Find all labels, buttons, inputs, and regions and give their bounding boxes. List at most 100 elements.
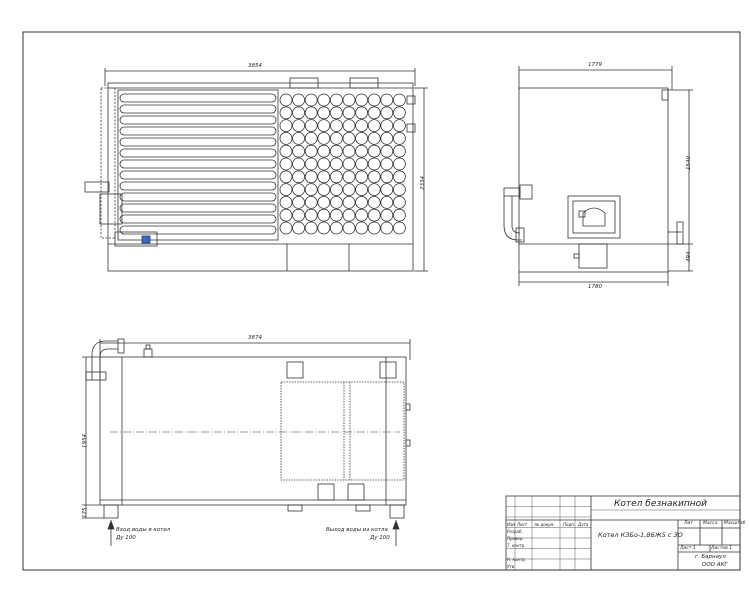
fire-tube: [119, 181, 277, 191]
water-tube: [355, 221, 369, 235]
fire-tube: [119, 93, 277, 103]
water-tube: [329, 131, 343, 145]
water-tube: [380, 131, 394, 145]
water-tube: [367, 183, 381, 197]
water-tube: [304, 144, 318, 158]
fire-tube: [119, 126, 277, 136]
water-tube: [355, 195, 369, 209]
fire-tube: [119, 148, 277, 158]
water-tube: [279, 106, 293, 120]
front-height-dim: 2334: [420, 176, 426, 190]
water-in-label: Вход воды в котел: [116, 527, 171, 533]
water-tube: [367, 170, 381, 184]
title-block-title: Котел безнакипной: [614, 499, 707, 509]
title-block-col-lit: Лит: [684, 521, 693, 526]
water-tube: [317, 93, 331, 107]
water-tube: [342, 93, 356, 107]
water-tube: [329, 106, 343, 120]
tb-row-prover: Провер.: [507, 536, 524, 541]
fire-tube: [119, 203, 277, 213]
water-tube: [392, 144, 406, 158]
water-tube: [367, 157, 381, 171]
water-tube: [279, 119, 293, 132]
water-tube: [355, 170, 369, 184]
fire-tube: [119, 104, 277, 114]
title-block-sheets: Листов 1: [711, 546, 733, 551]
tb-row-tkontr: Т. контр.: [507, 543, 526, 548]
tb-row-izm: Изм: [507, 522, 516, 527]
water-tube: [292, 119, 306, 132]
water-tube: [355, 157, 369, 171]
water-tube: [317, 157, 331, 171]
water-tube: [342, 208, 356, 222]
water-tube: [355, 119, 369, 132]
water-tube: [392, 119, 406, 132]
water-tube: [279, 157, 293, 171]
water-tube: [279, 144, 293, 158]
title-block-designation: Котел КЗБо-1,86Ж5 с ЗО: [598, 531, 683, 539]
water-tube: [292, 183, 306, 197]
tb-row-utv: Утв.: [507, 564, 516, 569]
water-tube: [342, 195, 356, 209]
water-tube: [342, 157, 356, 171]
water-tube: [342, 221, 356, 235]
fire-tube: [119, 137, 277, 147]
water-tube: [355, 208, 369, 222]
tb-row-doc: № докум.: [535, 522, 555, 527]
title-block-col-mass: Масса: [703, 521, 718, 526]
plan-width-dim: 3874: [248, 335, 262, 341]
plan-small-dim: 175: [82, 507, 88, 519]
front-width-dim: 3854: [248, 63, 262, 69]
water-in-size: Ду 100: [116, 535, 136, 541]
water-tube: [355, 131, 369, 145]
water-tube: [304, 119, 318, 132]
side-height-upper-dim: 1540: [686, 156, 692, 170]
water-tube: [317, 195, 331, 209]
water-tube: [317, 170, 331, 184]
water-tube: [367, 119, 381, 132]
water-tube: [292, 195, 306, 209]
water-tube: [367, 131, 381, 145]
title-block-city: г. Барнаул: [695, 554, 726, 560]
water-tube: [367, 195, 381, 209]
water-tube: [279, 170, 293, 184]
water-tube: [304, 183, 318, 197]
water-tube: [279, 195, 293, 209]
tb-row-list: Лист: [517, 522, 528, 527]
water-tube: [304, 221, 318, 235]
title-block: [505, 495, 741, 571]
water-tube: [342, 106, 356, 120]
water-tube: [355, 183, 369, 197]
water-tube: [292, 144, 306, 158]
water-tube: [279, 131, 293, 145]
water-tube: [342, 170, 356, 184]
water-out-size: Ду 100: [370, 535, 390, 541]
water-tube: [392, 106, 406, 120]
water-tube: [380, 183, 394, 197]
water-tube: [392, 131, 406, 145]
side-view: [503, 66, 693, 286]
fire-tube: [119, 214, 277, 224]
water-tube: [279, 183, 293, 197]
water-tube: [317, 144, 331, 158]
water-tube: [329, 157, 343, 171]
water-tube: [380, 208, 394, 222]
water-tube: [367, 106, 381, 120]
side-width-top-dim: 1779: [588, 62, 602, 68]
water-tube: [392, 93, 406, 107]
title-block-company: ООО АКГ: [702, 562, 728, 568]
water-tube: [342, 183, 356, 197]
water-tube: [329, 221, 343, 235]
water-tube: [292, 106, 306, 120]
water-tube: [292, 170, 306, 184]
water-tube: [380, 170, 394, 184]
tb-row-date: Дата: [578, 522, 589, 527]
water-tube: [355, 144, 369, 158]
water-tube: [329, 144, 343, 158]
water-tube: [317, 106, 331, 120]
water-tube: [329, 170, 343, 184]
water-tube: [367, 221, 381, 235]
water-tube: [392, 183, 406, 197]
plan-view: [82, 338, 411, 546]
